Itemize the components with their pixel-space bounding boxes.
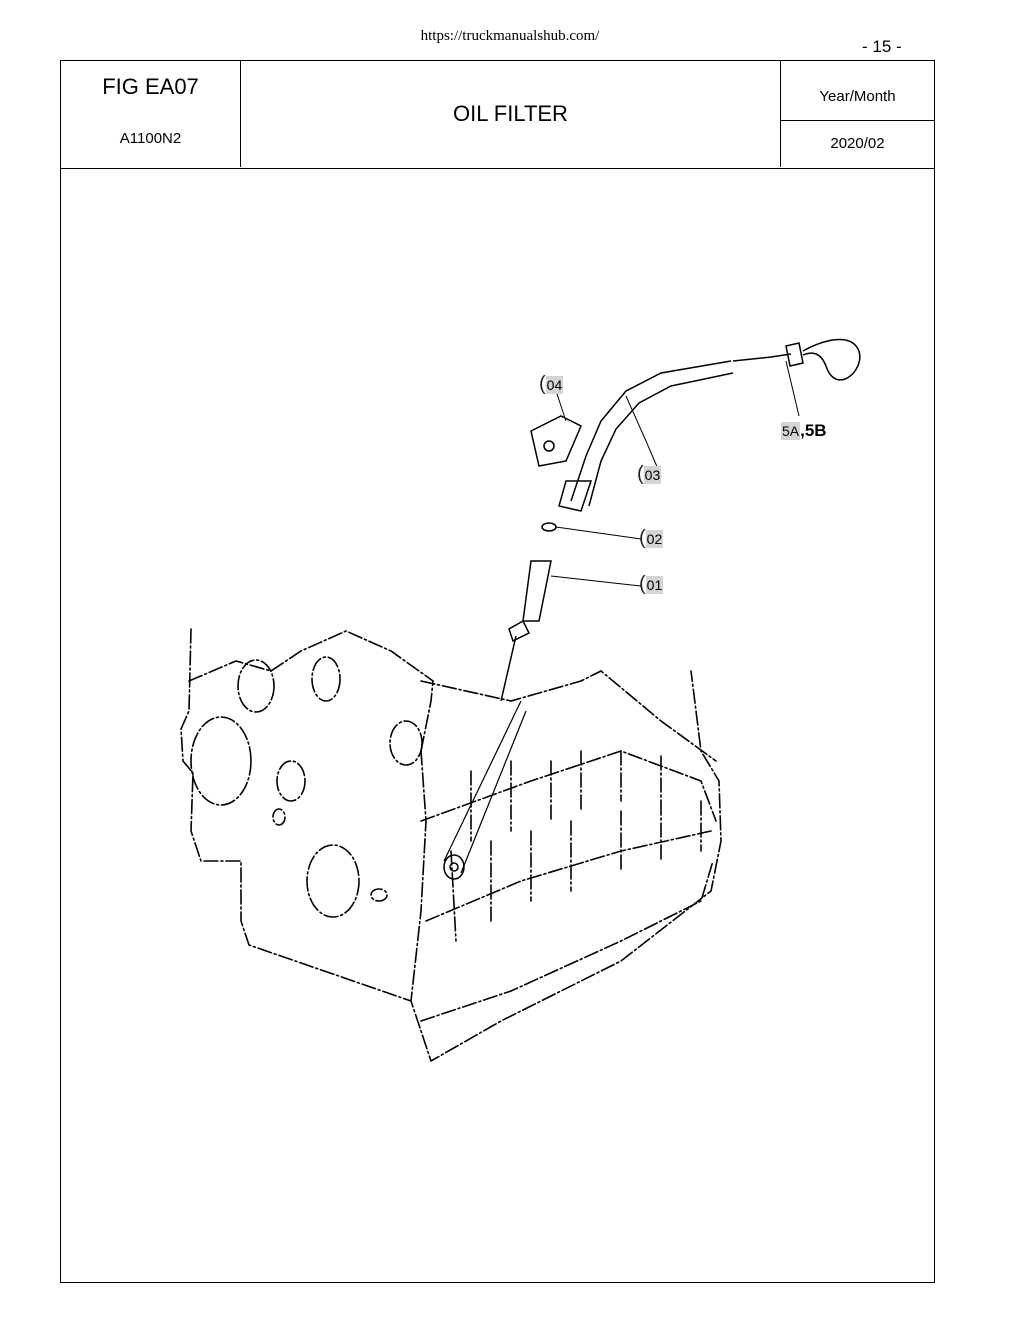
leader-01	[550, 575, 642, 587]
year-month-value: 2020/02	[830, 135, 885, 152]
cylinder-bore-7	[272, 808, 286, 826]
leader-03	[625, 395, 662, 477]
engine-block-outline	[180, 628, 722, 1063]
engine-block-face	[420, 670, 717, 762]
callout-5a-5b: 5A,5B	[781, 421, 827, 440]
dipstick-loop	[802, 338, 861, 381]
leader-5a	[785, 360, 800, 417]
guide-tube-upper	[570, 360, 734, 507]
cylinder-bore-1	[190, 716, 252, 806]
cylinder-bore-8	[370, 888, 388, 902]
figure-code: FIG EA07	[102, 74, 199, 99]
page-number: - 15 -	[862, 37, 902, 56]
cylinder-bore-3	[311, 656, 341, 702]
o-ring	[541, 522, 557, 532]
title-block: FIG EA07 A1100N2 OIL FILTER Year/Month 2…	[61, 61, 934, 169]
leader-04	[555, 390, 567, 422]
title-cell: OIL FILTER	[241, 61, 781, 167]
engine-block-lower-rail	[425, 830, 712, 922]
year-month-label: Year/Month	[781, 61, 934, 121]
date-cell: Year/Month 2020/02	[781, 61, 934, 167]
guide-tube-lower	[522, 560, 552, 622]
model-code: A1100N2	[119, 130, 182, 147]
source-url[interactable]: https://truckmanualshub.com/	[420, 28, 600, 44]
dipstick-grip	[785, 342, 804, 367]
callout-02: (02	[639, 527, 664, 549]
page-frame: FIG EA07 A1100N2 OIL FILTER Year/Month 2…	[60, 60, 935, 1283]
figure-cell: FIG EA07 A1100N2	[61, 61, 241, 167]
page-title: OIL FILTER	[453, 101, 568, 126]
callout-04: (04	[539, 373, 564, 395]
engine-block-top	[188, 630, 434, 752]
cylinder-bore-6	[306, 844, 360, 918]
engine-ribs	[450, 750, 702, 942]
engine-block-front-edge	[410, 750, 427, 1002]
callout-01: (01	[639, 573, 664, 595]
engine-block-skirt	[420, 750, 717, 822]
dipstick-rod	[732, 353, 792, 362]
clamp-bracket	[530, 415, 582, 467]
parts-diagram	[180, 338, 861, 1063]
cylinder-bore-5	[389, 720, 423, 766]
callout-03: (03	[637, 463, 662, 485]
dipstick-port	[443, 854, 465, 880]
cylinder-bore-2	[237, 659, 275, 713]
engine-block-oil-pan	[420, 860, 714, 1022]
cylinder-bore-4	[276, 760, 306, 802]
leader-02	[555, 526, 642, 540]
